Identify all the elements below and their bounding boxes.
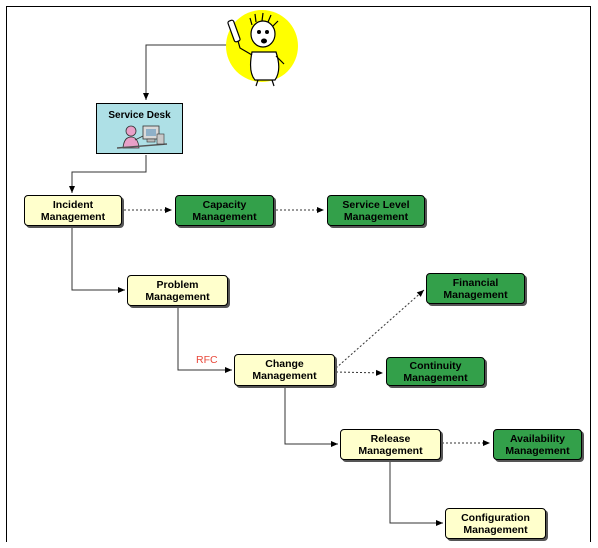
edge-caller-to-servicedesk <box>143 44 228 100</box>
service-desk-label: Service Desk <box>108 110 171 121</box>
edge-servicedesk-to-incident <box>69 155 147 193</box>
continuity-management-node: Continuity Management <box>386 357 485 386</box>
change-management-node: Change Management <box>234 354 335 386</box>
diagram-frame <box>6 6 591 542</box>
availability-management-node: Availability Management <box>493 429 582 460</box>
configuration-management-node: Configuration Management <box>445 508 546 539</box>
capacity-management-node: Capacity Management <box>175 195 274 226</box>
service-desk-box: Service Desk <box>96 103 183 154</box>
caller-illustration <box>226 10 298 87</box>
edge-release-to-configuration <box>389 460 443 526</box>
edge-incident-to-problem <box>71 226 125 293</box>
edge-change-to-continuity <box>335 369 384 376</box>
rfc-edge-label: RFC <box>196 354 218 366</box>
edge-change-to-financial <box>335 289 425 369</box>
service-level-management-node: Service Level Management <box>327 195 425 226</box>
problem-management-node: Problem Management <box>127 275 228 306</box>
incident-management-node: Incident Management <box>24 195 122 226</box>
service-desk-illustration <box>116 125 168 149</box>
edge-problem-to-change <box>177 306 232 373</box>
financial-management-node: Financial Management <box>426 273 525 304</box>
release-management-node: Release Management <box>340 429 441 460</box>
edge-change-to-release <box>284 386 338 447</box>
